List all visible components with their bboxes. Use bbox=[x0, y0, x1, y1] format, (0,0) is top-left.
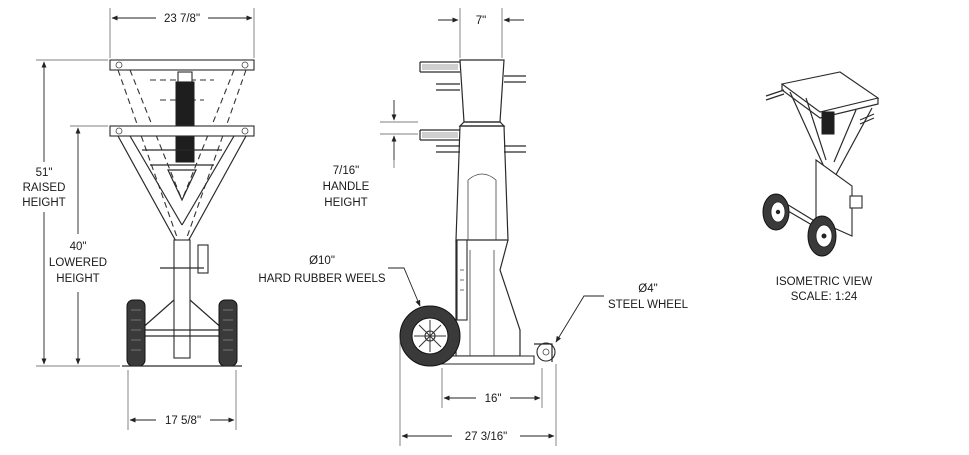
diameter-symbol-2: Ø bbox=[638, 283, 647, 295]
dim-handle-height-value: 7/16" bbox=[333, 165, 359, 177]
dim-lowered-height-value: 40" bbox=[70, 241, 87, 253]
raised-top-plate bbox=[109, 59, 255, 71]
isometric-view: ISOMETRIC VIEW SCALE: 1:24 bbox=[762, 71, 880, 303]
raised-legs bbox=[117, 69, 247, 241]
upper-handle[interactable] bbox=[419, 61, 460, 73]
dim-width-top: 23 7/8" bbox=[164, 13, 200, 25]
steel-wheel-size: 4" bbox=[647, 283, 657, 295]
iso-title: ISOMETRIC VIEW bbox=[776, 276, 873, 288]
steel-wheel-diameter: Ø4" bbox=[638, 283, 657, 295]
dim-handle-label-2: HEIGHT bbox=[324, 197, 367, 209]
steel-wheel-label: STEEL WHEEL bbox=[608, 299, 689, 311]
center-post bbox=[173, 239, 191, 359]
iso-scale: SCALE: 1:24 bbox=[791, 291, 858, 303]
side-view: 7" 7/16" HANDLE HEIGHT Ø10" HARD RUBBER … bbox=[258, 8, 689, 446]
lower-handle[interactable] bbox=[419, 129, 460, 141]
lowered-legs bbox=[117, 135, 247, 246]
dim-width-base: 17 5/8" bbox=[165, 415, 201, 427]
axle bbox=[140, 329, 224, 337]
dim-raised-label-1: RAISED bbox=[23, 182, 66, 194]
steel-wheel bbox=[536, 342, 556, 362]
dim-base-length: 16" bbox=[485, 393, 502, 405]
base-plate bbox=[439, 355, 535, 365]
dim-lowered-label-1: LOWERED bbox=[49, 257, 107, 269]
upper-column bbox=[459, 59, 505, 123]
diameter-symbol: Ø bbox=[309, 255, 318, 267]
dim-overall-length: 27 3/16" bbox=[465, 431, 507, 443]
lowered-top-plate bbox=[109, 125, 255, 137]
lower-column bbox=[455, 125, 509, 241]
front-view: 23 7/8" 51" RAISED HEIGHT 40" LOWERED HE… bbox=[22, 8, 255, 430]
screw-jack bbox=[175, 81, 195, 163]
dim-handle-label-1: HANDLE bbox=[323, 181, 370, 193]
dim-raised-label-2: HEIGHT bbox=[22, 197, 65, 209]
rubber-wheel-size: 10" bbox=[318, 255, 335, 267]
dim-raised-height-value: 51" bbox=[36, 167, 53, 179]
rubber-wheel-label: HARD RUBBER WEELS bbox=[258, 273, 385, 285]
dim-lowered-label-2: HEIGHT bbox=[56, 273, 99, 285]
iso-frame bbox=[789, 91, 873, 183]
rubber-wheel-diameter: Ø10" bbox=[309, 255, 335, 267]
dim-side-width: 7" bbox=[476, 15, 486, 27]
